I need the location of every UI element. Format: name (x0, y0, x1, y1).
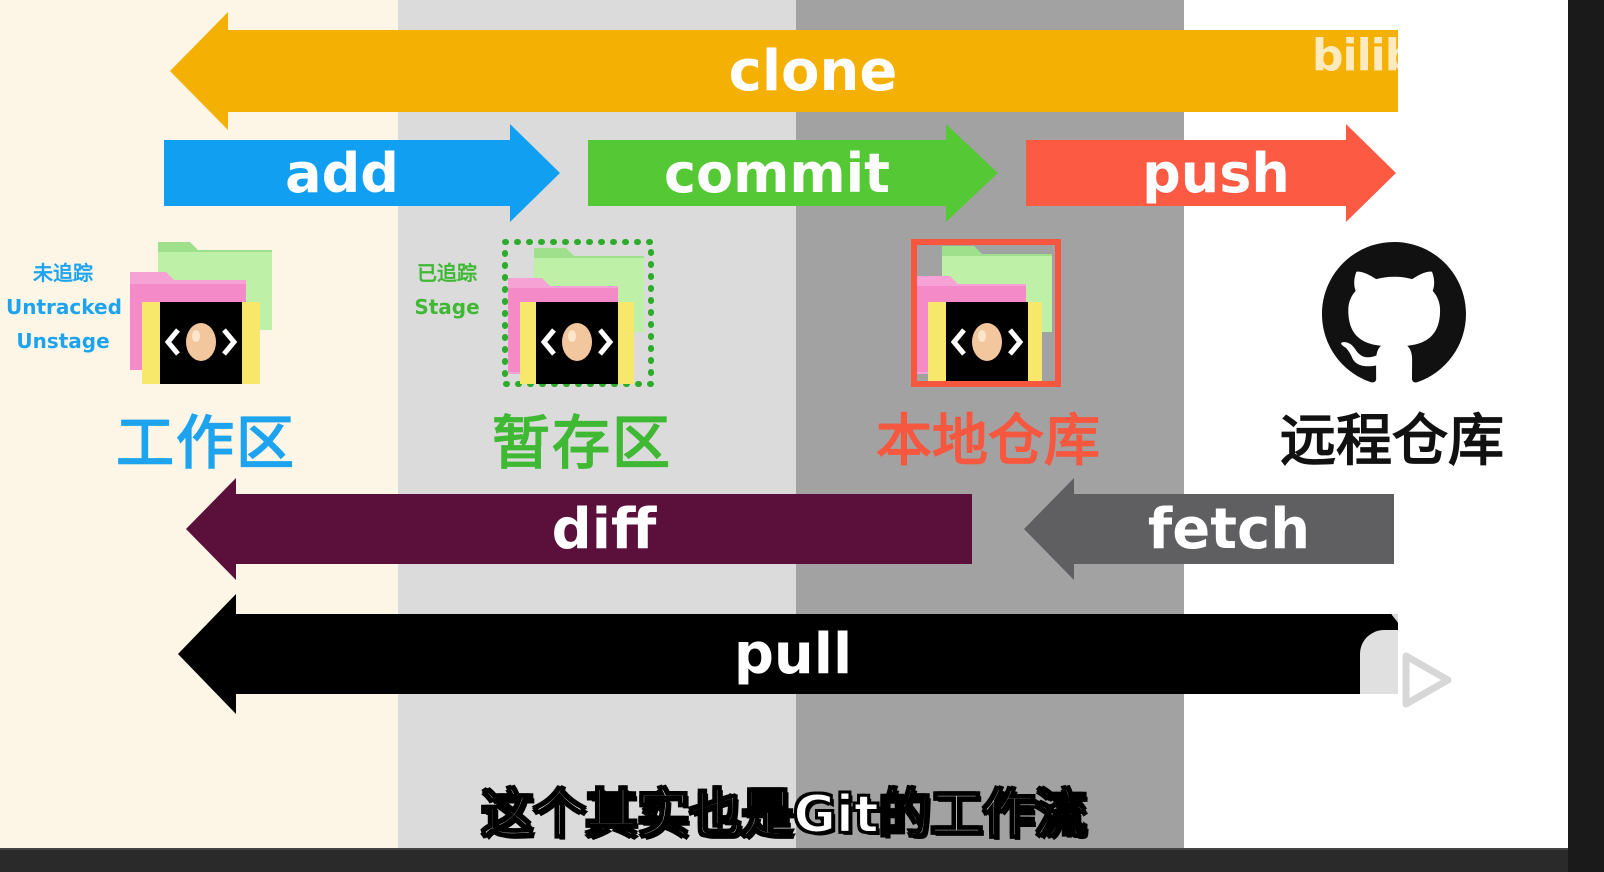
diff-label: diff (551, 496, 657, 562)
untracked-cn: 未追踪 (33, 261, 93, 285)
pull-label: pull (733, 621, 853, 687)
working-directory-title: 工作区 (116, 409, 297, 477)
tracked-cn: 已追踪 (417, 261, 477, 285)
clone-arrow: clone (170, 12, 1398, 130)
pull-arrow: pull (178, 594, 1398, 714)
staging-area-title: 暂存区 (492, 409, 673, 477)
remote-repo-title: 远程仓库 (1280, 409, 1504, 474)
stage-en: Stage (414, 295, 480, 319)
push-arrow: push (1026, 124, 1396, 222)
tracked-status-label: 已追踪 Stage (404, 256, 490, 324)
untracked-status-label: 未追踪 Untracked Unstage (6, 256, 122, 358)
code-folder-icon (500, 238, 656, 392)
clone-label: clone (728, 38, 898, 104)
clone-arrow-shape (170, 12, 1398, 130)
fetch-label: fetch (1147, 496, 1311, 562)
commit-arrow: commit (588, 124, 998, 222)
video-frame: clone add commit push diff fetch pull 未追… (0, 0, 1568, 872)
diff-arrow-shape (186, 478, 972, 580)
uploader-credit: …一…题…师 (1406, 112, 1526, 136)
unstage-en: Unstage (16, 329, 110, 353)
add-arrow: add (164, 124, 560, 222)
bilibili-tv-icon[interactable] (1356, 606, 1490, 738)
add-label: add (285, 141, 399, 205)
untracked-en: Untracked (6, 295, 122, 319)
video-subtitle: 这个其实也是Git的工作流 (480, 784, 1087, 846)
fetch-arrow: fetch (1024, 478, 1394, 580)
github-icon (1322, 242, 1466, 390)
push-label: push (1142, 141, 1290, 205)
local-repo-title: 本地仓库 (876, 409, 1100, 474)
player-bottom-bar (0, 848, 1568, 872)
progress-track[interactable] (0, 848, 1568, 850)
code-folder-icon (910, 238, 1062, 392)
exclusive-badge: 独家 (1452, 40, 1543, 102)
pull-arrow-shape (178, 594, 1398, 714)
bilibili-logo: bilibili (1312, 30, 1458, 81)
commit-label: commit (664, 141, 890, 205)
commit-arrow-shape (588, 124, 998, 222)
diff-arrow: diff (186, 478, 972, 580)
add-arrow-shape (164, 124, 560, 222)
fetch-arrow-shape (1024, 478, 1394, 580)
push-arrow-shape (1026, 124, 1396, 222)
code-folder-icon (128, 238, 278, 392)
